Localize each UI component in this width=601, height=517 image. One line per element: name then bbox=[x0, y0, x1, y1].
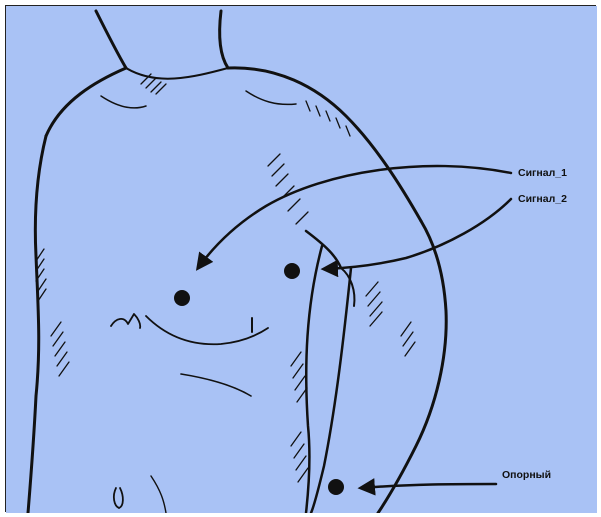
label-signal-1: Сигнал_1 bbox=[518, 167, 567, 179]
electrode-placement-diagram: Сигнал_1 Сигнал_2 Опорный bbox=[5, 5, 596, 512]
figure-canvas: Сигнал_1 Сигнал_2 Опорный bbox=[6, 6, 597, 513]
electrode-signal-2 bbox=[284, 263, 300, 279]
electrode-reference bbox=[328, 479, 344, 495]
electrode-signal-1 bbox=[174, 290, 190, 306]
label-signal-2: Сигнал_2 bbox=[518, 193, 567, 205]
label-reference: Опорный bbox=[502, 469, 551, 481]
